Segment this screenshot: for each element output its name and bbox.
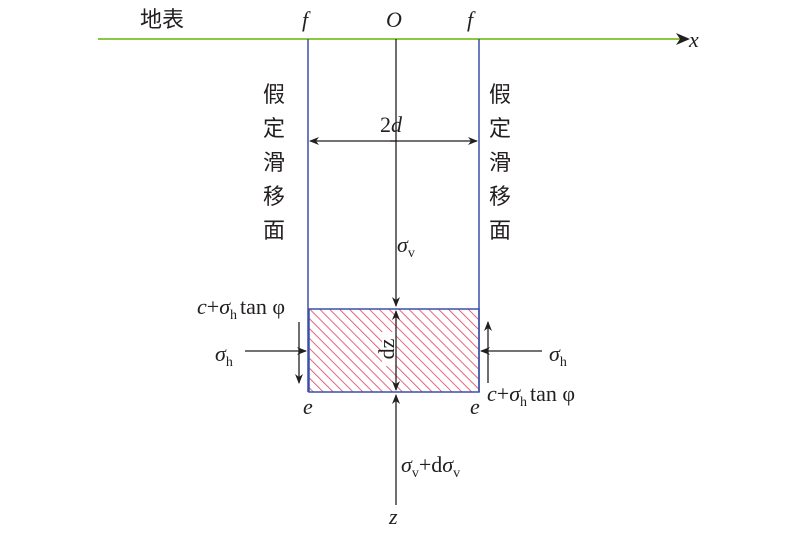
ground-label: 地表 — [140, 8, 184, 33]
f-left-label: f — [302, 7, 311, 32]
sigma-v-label: σv — [397, 232, 415, 261]
e-left-label: e — [303, 394, 313, 419]
width-label: 2d — [380, 112, 403, 137]
sigma-h-right-label: σh — [549, 341, 567, 370]
slip-left-char: 面 — [263, 219, 285, 244]
slip-left-char: 假 — [263, 83, 285, 108]
sigma-v-plus-label: σv+dσv — [401, 452, 460, 481]
slip-surface-label-right: 假 定 滑 移 面 — [489, 83, 511, 244]
z-axis-label: z — [388, 504, 398, 529]
slip-left-char: 定 — [263, 117, 285, 142]
x-axis-label: x — [688, 27, 699, 52]
slip-left-char: 移 — [263, 185, 285, 210]
f-right-label: f — [467, 7, 476, 32]
sigma-h-left-label: σh — [215, 341, 233, 370]
x-axis-arrow-icon — [676, 33, 690, 45]
slip-right-char: 定 — [489, 117, 511, 142]
slip-left-char: 滑 — [263, 151, 285, 176]
e-right-label: e — [470, 394, 480, 419]
origin-label: O — [386, 7, 402, 32]
dz-label: dz — [374, 338, 399, 359]
slip-right-char: 假 — [489, 83, 511, 108]
slip-right-char: 移 — [489, 185, 511, 210]
dz-label-background — [382, 332, 396, 366]
slip-right-char: 面 — [489, 219, 511, 244]
slip-surface-label-left: 假 定 滑 移 面 — [263, 83, 285, 244]
slip-right-char: 滑 — [489, 151, 511, 176]
